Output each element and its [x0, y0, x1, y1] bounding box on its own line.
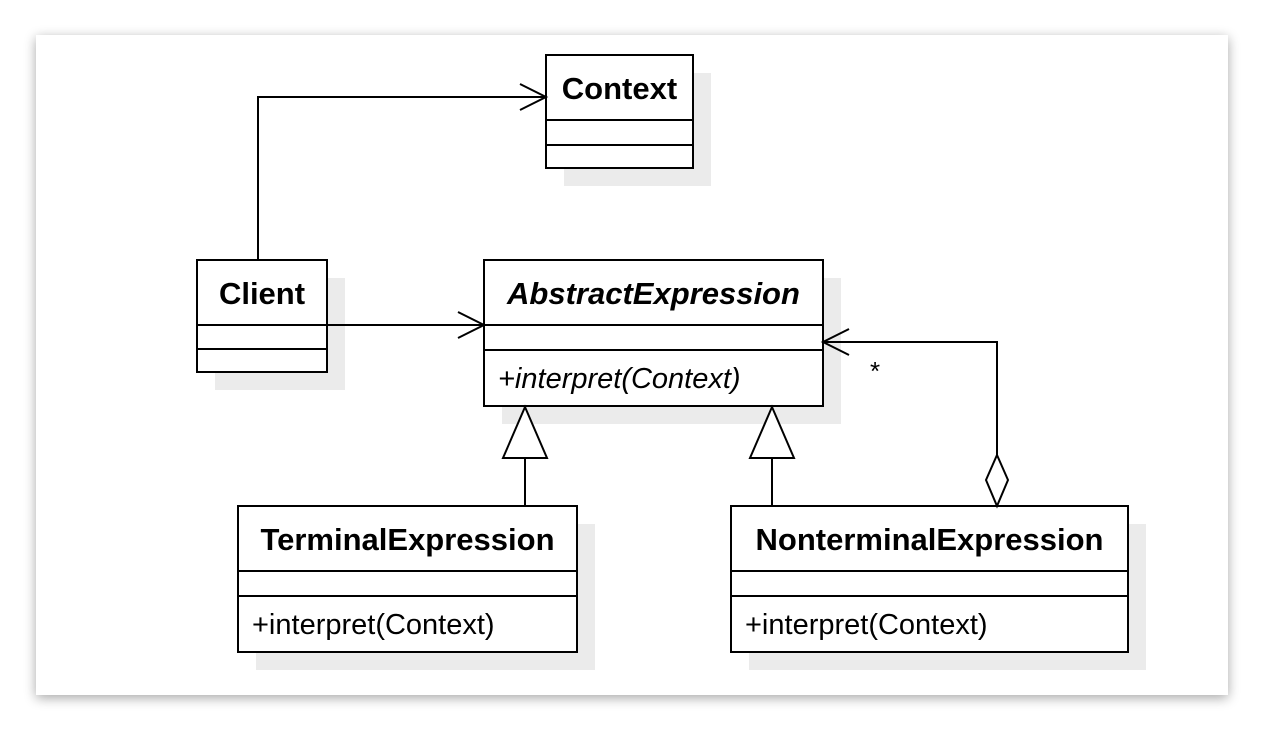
context-class[interactable]: Context: [545, 54, 694, 169]
abstract-expression-operation: +interpret(Context): [498, 363, 741, 395]
client-context-arrowhead: [519, 83, 549, 111]
client-context-association: [257, 83, 549, 260]
nonterminal-generalization-triangle: [748, 404, 796, 459]
terminal-generalization: [501, 404, 549, 506]
abstract-expression-class[interactable]: AbstractExpression +interpret(Context): [483, 259, 824, 407]
aggregation-arrowhead: [820, 328, 850, 356]
terminal-generalization-triangle: [501, 404, 549, 459]
aggregation-diamond: [984, 452, 1010, 509]
client-abstract-association: [327, 311, 487, 339]
terminal-expression-class[interactable]: TerminalExpression +interpret(Context): [237, 505, 578, 653]
aggregation-association: *: [820, 328, 1010, 509]
nonterminal-generalization: [748, 404, 796, 506]
nonterminal-expression-class[interactable]: NonterminalExpression +interpret(Context…: [730, 505, 1129, 653]
terminal-expression-operation: +interpret(Context): [252, 609, 495, 641]
context-class-name: Context: [562, 71, 677, 106]
terminal-expression-class-name: TerminalExpression: [260, 522, 554, 557]
nonterminal-expression-operation: +interpret(Context): [745, 609, 988, 641]
client-abstract-arrowhead: [457, 311, 487, 339]
client-class[interactable]: Client: [196, 259, 328, 373]
nonterminal-expression-class-name: NonterminalExpression: [756, 522, 1104, 557]
abstract-expression-class-name: AbstractExpression: [506, 276, 800, 311]
client-class-name: Client: [219, 276, 305, 311]
aggregation-multiplicity: *: [870, 356, 880, 386]
